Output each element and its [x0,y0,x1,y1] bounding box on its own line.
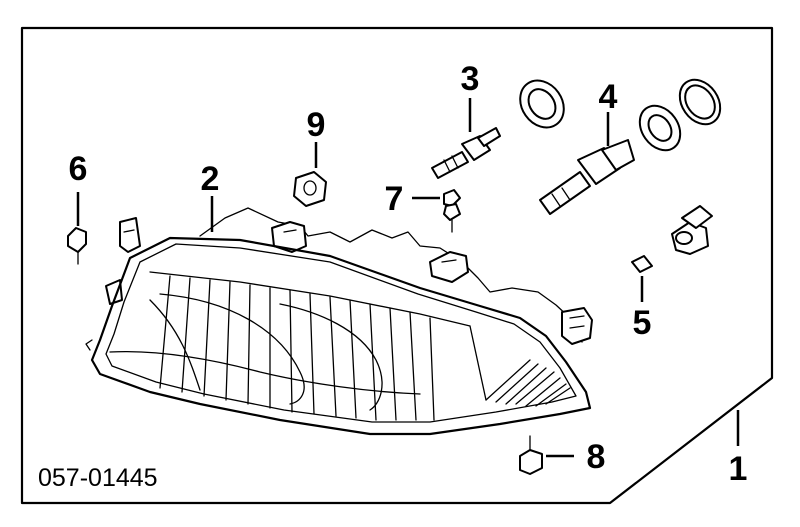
part-code: 057-01445 [38,464,158,492]
headlight-housing [85,207,593,436]
lens-ribs [159,275,435,421]
callout-8: 8 [587,438,606,476]
bulb-part-4 [519,78,722,215]
callout-4: 4 [599,78,618,116]
assembly-frame [20,26,774,505]
callout-5: 5 [633,304,652,342]
grommet-part-9 [293,142,327,207]
corner-lens-hatching [485,359,571,407]
callout-2: 2 [201,160,220,198]
screw-part-6 [67,192,87,265]
bulb-part-5 [631,205,713,302]
callout-9: 9 [307,106,326,144]
screw-part-7 [412,189,461,233]
callout-7: 7 [385,180,404,218]
callout-3: 3 [461,60,480,98]
clip-part-8 [519,435,574,475]
callout-6: 6 [69,150,88,188]
callout-1: 1 [729,450,748,488]
bulb-part-3 [431,98,501,179]
